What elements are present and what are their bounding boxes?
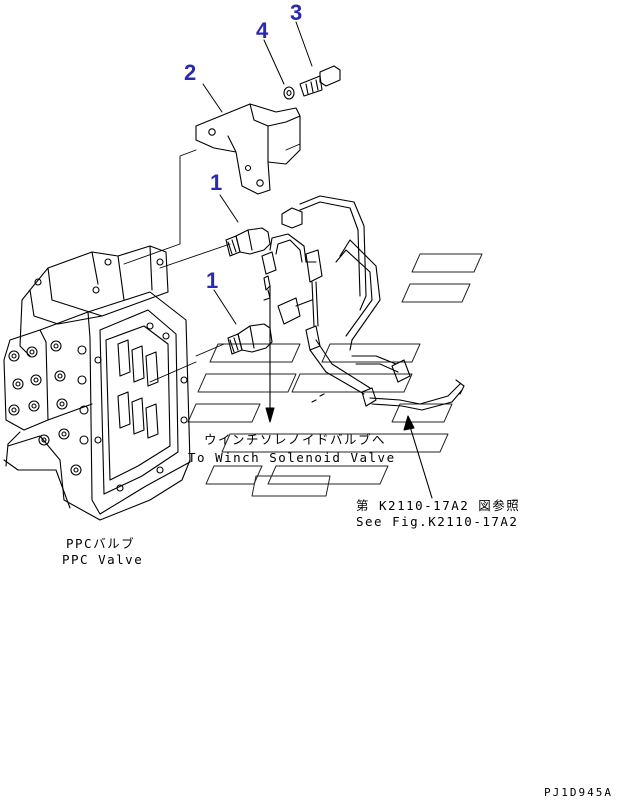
pressure-switch-lower bbox=[227, 323, 273, 355]
drawing-code: PJ1D945A bbox=[544, 786, 613, 799]
callout-2: 2 bbox=[184, 60, 197, 85]
callout-3: 3 bbox=[290, 0, 303, 25]
ppc-valve-label-jp: PPCバルブ bbox=[66, 536, 136, 551]
valve-bolts bbox=[8, 258, 188, 492]
callout-4: 4 bbox=[256, 18, 269, 43]
callout-1-lower: 1 bbox=[206, 268, 219, 293]
reference-label-en: See Fig.K2110-17A2 bbox=[356, 514, 519, 529]
spool-bosses bbox=[117, 339, 159, 439]
winch-label-en: To Winch Solenoid Valve bbox=[188, 450, 396, 465]
ppc-valve-label-en: PPC Valve bbox=[62, 552, 144, 567]
callout-1-upper: 1 bbox=[210, 170, 223, 195]
pressure-switch-upper bbox=[225, 227, 271, 257]
ppc-valve-body bbox=[3, 245, 191, 521]
arrows bbox=[265, 285, 433, 499]
leader-lines bbox=[202, 21, 313, 325]
washer-part bbox=[283, 86, 295, 100]
bolt-part bbox=[299, 65, 341, 97]
background-watermark bbox=[187, 253, 483, 497]
reference-label-jp: 第 K2110-17A2 図参照 bbox=[356, 498, 521, 513]
bracket-part bbox=[195, 103, 301, 195]
winch-label-jp: ウインチソレノイドバルブへ bbox=[204, 432, 387, 447]
wiring-harness bbox=[261, 195, 465, 411]
mount-lines bbox=[123, 143, 301, 383]
